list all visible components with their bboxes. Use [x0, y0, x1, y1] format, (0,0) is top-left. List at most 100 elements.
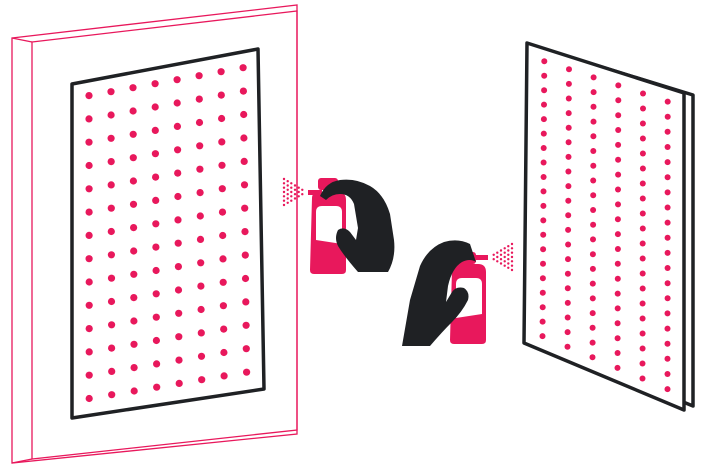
- left-panel-dot: [130, 317, 137, 324]
- right-panel-dot: [591, 119, 597, 125]
- left-panel-dot: [86, 325, 93, 332]
- right-panel-dot: [615, 320, 621, 326]
- mist-dot: [507, 245, 509, 247]
- left-panel-dot: [86, 185, 93, 192]
- right-panel-dot: [615, 142, 621, 148]
- left-panel-dot: [130, 177, 137, 184]
- left-panel-dot: [196, 72, 203, 79]
- right-panel-dot: [665, 341, 671, 347]
- left-panel-dot: [153, 337, 160, 344]
- left-panel-dot: [85, 139, 92, 146]
- left-panel-dot: [196, 96, 203, 103]
- right-panel-dot: [540, 304, 546, 310]
- right-panel-dot: [541, 160, 547, 166]
- left-panel-dot: [176, 380, 183, 387]
- mist-dot: [287, 193, 289, 195]
- right-panel-dot: [640, 286, 646, 292]
- mist-dot: [283, 182, 285, 184]
- left-panel-dot: [152, 220, 159, 227]
- right-panel-dot: [665, 310, 671, 316]
- right-panel-dot: [566, 81, 572, 87]
- left-panel-dot: [130, 271, 137, 278]
- right-panel-dot: [640, 376, 646, 382]
- left-panel-dot: [130, 224, 137, 231]
- mist-dot: [504, 265, 506, 267]
- right-panel-dot: [540, 261, 546, 267]
- left-panel-dot: [219, 209, 226, 216]
- right-panel-dot: [640, 181, 646, 187]
- right-panel-dot: [566, 154, 572, 160]
- left-panel-dot: [108, 111, 115, 118]
- mist-dot: [500, 258, 502, 260]
- left-panel-dot: [174, 123, 181, 130]
- mist-dot: [507, 267, 509, 269]
- left-panel-dot: [243, 345, 250, 352]
- right-panel-dot: [590, 266, 596, 272]
- right-panel-dot: [591, 104, 597, 110]
- left-panel-dot: [108, 368, 115, 375]
- right-panel-dot: [665, 174, 671, 180]
- left-panel-dot: [196, 142, 203, 149]
- left-panel-dot: [130, 341, 137, 348]
- mist-dot: [283, 200, 285, 202]
- mist-dot: [496, 252, 498, 254]
- left-panel-dot: [130, 154, 137, 161]
- right-panel-dot: [591, 74, 597, 80]
- right-panel-dot: [565, 227, 571, 233]
- left-panel-dot: [152, 150, 159, 157]
- right-panel-dot: [665, 386, 671, 392]
- mist-dot: [301, 189, 303, 191]
- right-panel-dot: [640, 316, 646, 322]
- mist-dot: [287, 197, 289, 199]
- mist-dot: [301, 193, 303, 195]
- left-panel: [72, 49, 264, 418]
- left-panel-dot: [131, 364, 138, 371]
- left-panel-dot: [175, 263, 182, 270]
- left-panel-dot: [175, 240, 182, 247]
- left-panel-dot: [219, 232, 226, 239]
- right-panel: [524, 43, 693, 410]
- left-panel-dot: [198, 306, 205, 313]
- mist-dot: [500, 249, 502, 251]
- right-panel-dot: [640, 106, 646, 112]
- right-panel-dot: [665, 129, 671, 135]
- right-panel-dot: [541, 145, 547, 151]
- left-panel-dot: [241, 181, 248, 188]
- right-panel-dot: [590, 251, 596, 257]
- left-panel-dot: [240, 88, 247, 95]
- mist-dot: [511, 265, 513, 267]
- mist-dot: [294, 197, 296, 199]
- mist-dot: [283, 191, 285, 193]
- right-panel-dot: [640, 196, 646, 202]
- right-panel-dot: [590, 295, 596, 301]
- right-panel-dot: [665, 189, 671, 195]
- mist-dot: [294, 184, 296, 186]
- right-panel-dot: [540, 319, 546, 325]
- right-panel-dot: [665, 371, 671, 377]
- left-panel-dot: [108, 275, 115, 282]
- left-panel-dot: [108, 158, 115, 165]
- right-panel-dot: [640, 361, 646, 367]
- mist-dot: [507, 262, 509, 264]
- right-panel-dot: [565, 256, 571, 262]
- left-panel-dot: [243, 322, 250, 329]
- left-panel-dot: [85, 115, 92, 122]
- left-panel-dot: [108, 251, 115, 258]
- left-panel-dot: [241, 228, 248, 235]
- right-panel-dot: [640, 136, 646, 142]
- right-panel-dot: [640, 346, 646, 352]
- left-panel-dot: [218, 92, 225, 99]
- left-panel-dot: [198, 353, 205, 360]
- right-panel-dot: [541, 87, 547, 93]
- right-panel-dot: [565, 300, 571, 306]
- right-panel-dot: [590, 310, 596, 316]
- right-panel-dot: [541, 73, 547, 79]
- right-panel-dot: [566, 139, 572, 145]
- left-panel-dot: [218, 138, 225, 145]
- left-panel-dot: [174, 146, 181, 153]
- right-panel-dot: [590, 148, 596, 154]
- right-panel-dot: [590, 340, 596, 346]
- right-panel-dot: [665, 280, 671, 286]
- right-panel-dot: [590, 236, 596, 242]
